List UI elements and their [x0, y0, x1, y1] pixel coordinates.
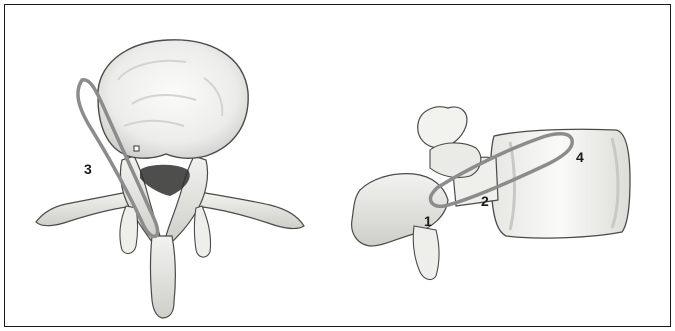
- label-1: 1: [424, 213, 432, 229]
- lateral-vertebra-view: [352, 107, 630, 280]
- left-transverse-process: [36, 192, 134, 226]
- left-articular-process: [120, 206, 138, 253]
- right-transverse-process: [196, 192, 304, 229]
- label-2: 2: [481, 193, 489, 209]
- label-3: 3: [84, 161, 92, 177]
- right-articular-process: [195, 206, 211, 257]
- axial-vertebra-view: [36, 40, 304, 318]
- superior-articular-process: [418, 107, 467, 148]
- label-4: 4: [576, 149, 584, 165]
- facet-process: [430, 143, 481, 178]
- entry-point-marker: [134, 146, 139, 151]
- spinous-process: [151, 236, 176, 318]
- inferior-articular-lateral: [413, 226, 439, 279]
